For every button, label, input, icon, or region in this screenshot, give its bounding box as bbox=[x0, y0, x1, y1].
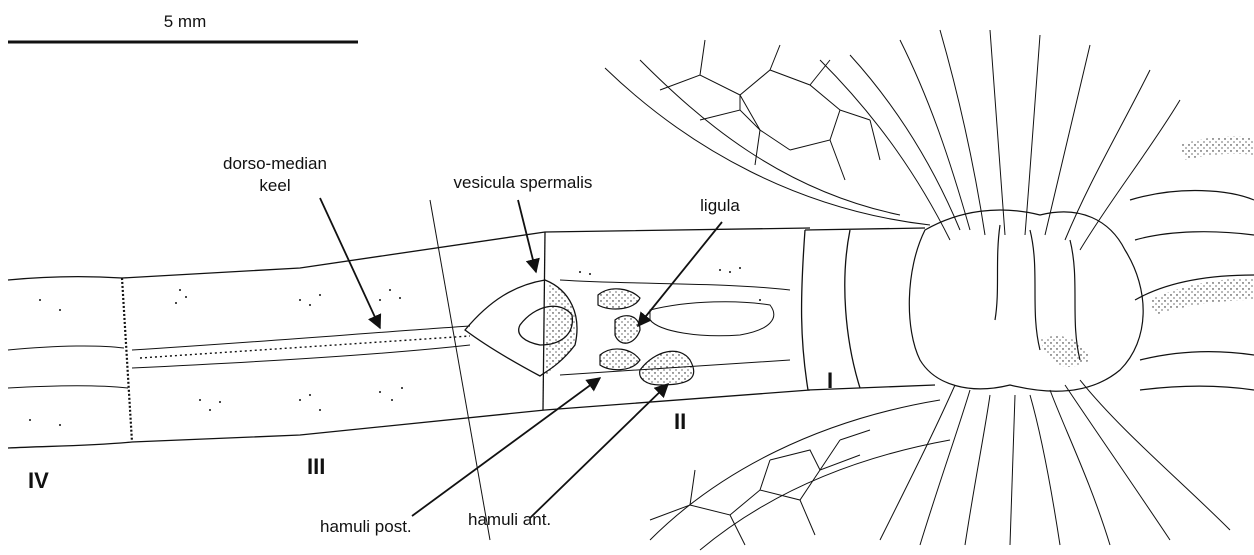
genital-fold bbox=[650, 302, 774, 336]
wing-upper bbox=[605, 40, 930, 225]
thorax-shading-2 bbox=[1180, 136, 1254, 160]
thorax-shading-3 bbox=[1040, 336, 1090, 367]
segment-joint bbox=[122, 278, 132, 442]
wing-base-veins bbox=[820, 30, 1230, 545]
label-vesicula-spermalis: vesicula spermalis bbox=[448, 173, 598, 193]
label-dorso-median-keel-1: dorso-median bbox=[210, 154, 340, 174]
arrow-keel bbox=[320, 198, 380, 328]
wing-lower bbox=[650, 400, 950, 550]
genital-structures bbox=[598, 289, 694, 385]
segment-label-III: III bbox=[307, 454, 325, 480]
arrow-ligula bbox=[638, 222, 722, 326]
segment-label-II: II bbox=[674, 409, 686, 435]
thorax-shading bbox=[1150, 278, 1254, 315]
keel-dotted bbox=[140, 336, 470, 358]
ligula-shape bbox=[615, 316, 640, 344]
hamuli-post-shape-2 bbox=[600, 349, 640, 370]
label-hamuli-ant: hamuli ant. bbox=[468, 510, 551, 530]
segment-label-IV: IV bbox=[28, 468, 49, 494]
segment-label-I: I bbox=[827, 368, 833, 394]
vesicula-shading bbox=[545, 282, 576, 376]
abdomen-outline bbox=[8, 228, 935, 448]
label-ligula: ligula bbox=[690, 196, 750, 216]
hamuli-post-shape bbox=[598, 289, 640, 309]
arrow-hamuli-ant bbox=[530, 384, 668, 518]
scar-line-1 bbox=[430, 200, 490, 540]
scale-bar-label: 5 mm bbox=[155, 12, 215, 32]
hamuli-ant-shape bbox=[640, 351, 694, 385]
label-dorso-median-keel-2: keel bbox=[210, 176, 340, 196]
arrow-hamuli-post bbox=[412, 378, 600, 516]
label-hamuli-post: hamuli post. bbox=[320, 517, 412, 537]
